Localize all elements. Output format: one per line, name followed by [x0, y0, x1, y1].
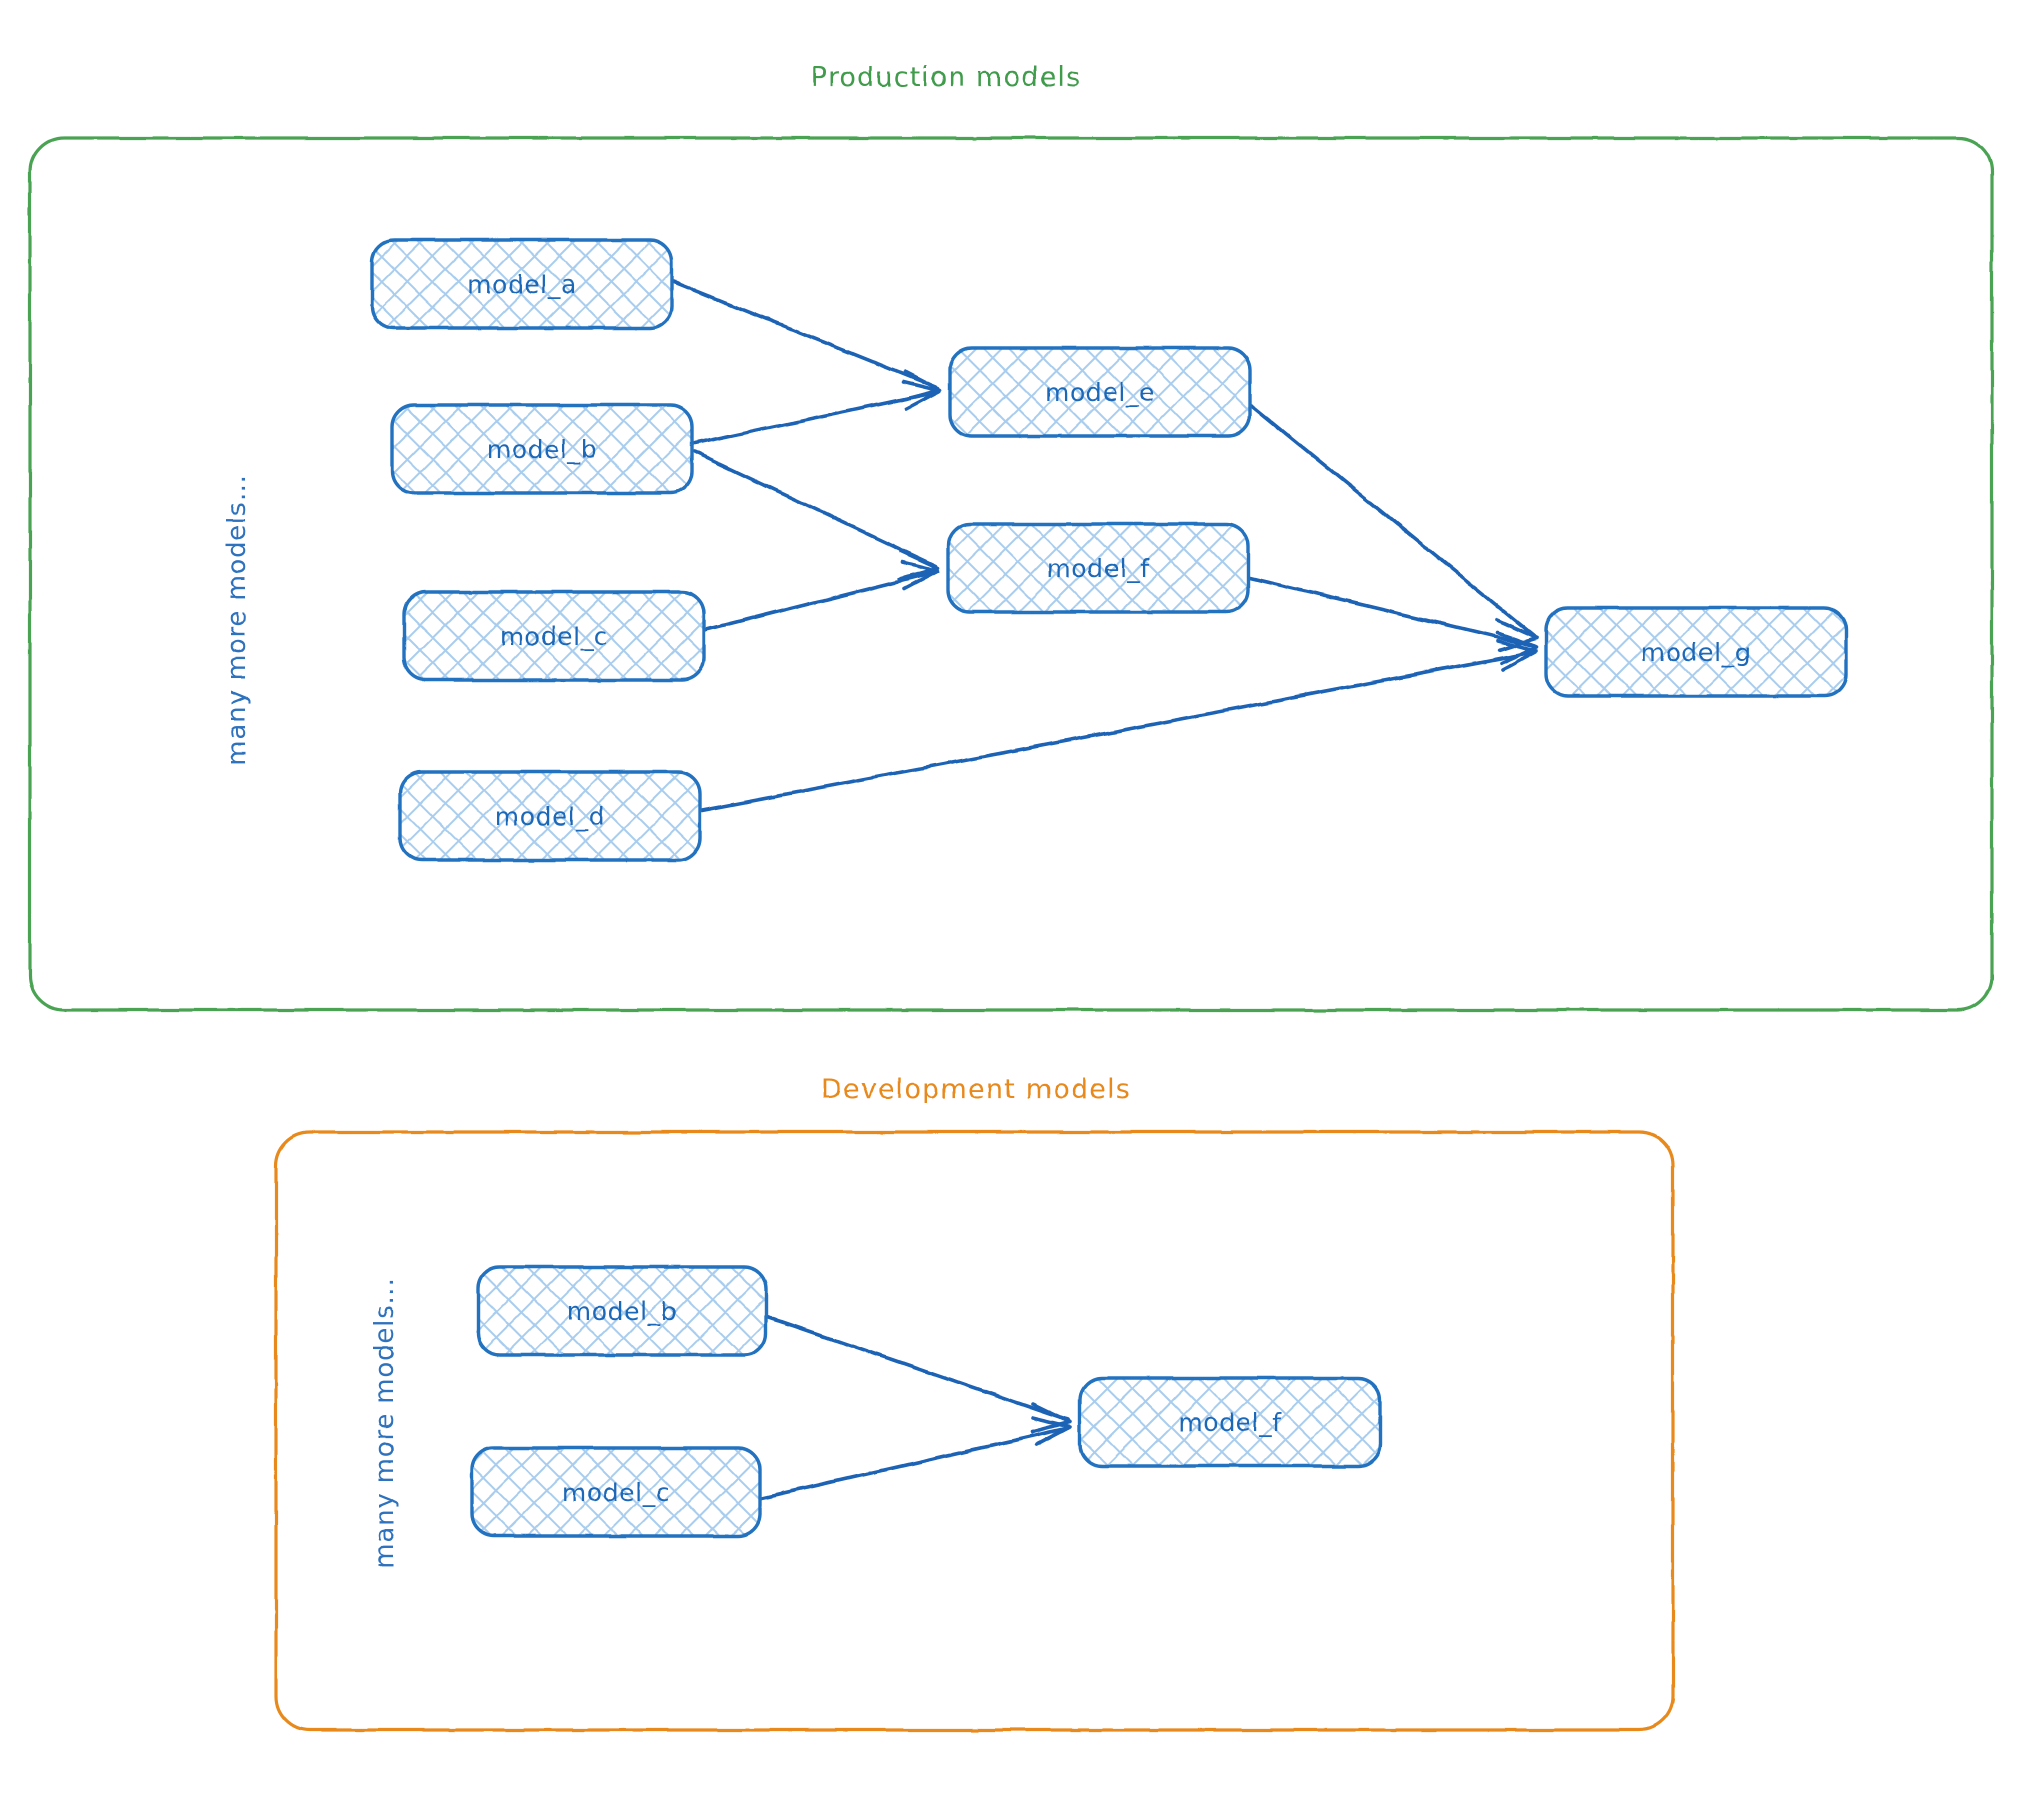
edge-model-c-to-model-f [704, 560, 940, 632]
production-frame [28, 136, 1994, 1012]
node-prod-model-a[interactable]: model_a [370, 238, 674, 330]
node-label-prod-model-d: model_d [495, 802, 605, 831]
edge-model-b-to-model-e [692, 380, 942, 446]
group-production: Production models many more models... [28, 62, 1994, 1012]
node-prod-model-b[interactable]: model_b [390, 403, 694, 495]
development-edges [760, 1315, 1072, 1500]
edge-dev-model-b-to-model-f [766, 1315, 1072, 1434]
node-label-prod-model-b: model_b [487, 435, 597, 464]
node-prod-model-e[interactable]: model_e [948, 346, 1252, 438]
node-prod-model-f[interactable]: model_f [946, 522, 1250, 614]
node-dev-model-b[interactable]: model_b [476, 1265, 768, 1357]
node-label-prod-model-f: model_f [1046, 554, 1150, 583]
node-label-dev-model-c: model_c [562, 1478, 670, 1507]
edge-dev-model-c-to-model-f [760, 1416, 1072, 1500]
development-title: Development models [821, 1074, 1131, 1105]
node-prod-model-g[interactable]: model_g [1544, 606, 1848, 698]
node-label-prod-model-c: model_c [500, 622, 608, 651]
development-nodes: model_b model_c model_f [470, 1265, 1382, 1538]
development-side-label: many more models... [370, 1277, 400, 1569]
development-frame [274, 1130, 1675, 1732]
node-dev-model-c[interactable]: model_c [470, 1446, 762, 1538]
edge-model-b-to-model-f [692, 450, 940, 581]
node-label-dev-model-f: model_f [1178, 1408, 1282, 1437]
production-title: Production models [811, 62, 1082, 93]
node-label-prod-model-e: model_e [1045, 378, 1155, 407]
edge-model-f-to-model-g [1248, 576, 1539, 665]
production-nodes: model_a model_b model_c model_d model_e [370, 238, 1848, 862]
node-prod-model-d[interactable]: model_d [398, 770, 702, 862]
edge-model-a-to-model-e [672, 280, 942, 402]
production-edges [672, 280, 1539, 812]
node-prod-model-c[interactable]: model_c [402, 590, 706, 682]
node-label-prod-model-a: model_a [467, 270, 577, 299]
production-side-label: many more models... [222, 474, 252, 766]
node-dev-model-f[interactable]: model_f [1078, 1376, 1382, 1468]
group-development: Development models many more models... [274, 1074, 1675, 1732]
edge-model-d-to-model-g [700, 639, 1539, 812]
node-label-dev-model-b: model_b [567, 1297, 677, 1326]
node-label-prod-model-g: model_g [1641, 638, 1751, 667]
